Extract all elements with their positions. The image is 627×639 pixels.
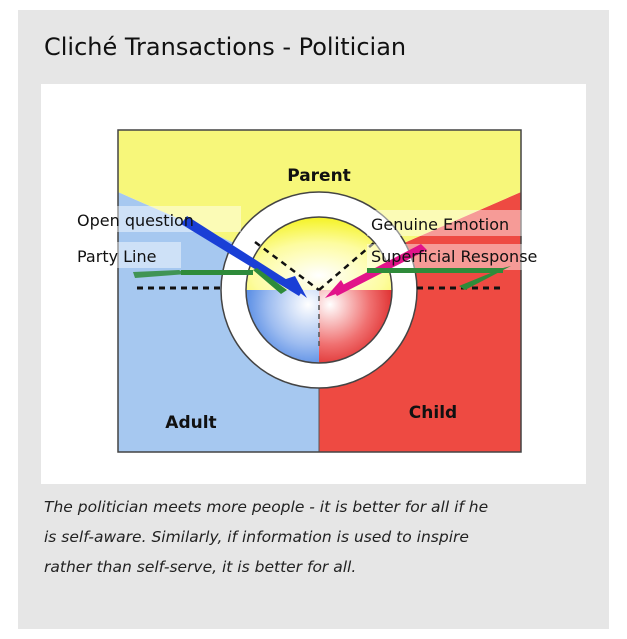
inner-circle-outline <box>245 216 393 364</box>
dashed-diagonal-left <box>254 241 320 291</box>
party-line-arrow-tail <box>133 270 187 278</box>
party-line-label: Party Line <box>77 247 156 266</box>
caption: The politician meets more people - it is… <box>44 492 564 582</box>
ego-state-diagram: Parent Adult Child Open question Party L… <box>73 129 563 453</box>
inner-child-segment <box>319 290 392 363</box>
open-question-label: Open question <box>77 211 194 230</box>
superficial-response-arrow-body <box>367 268 503 273</box>
superficial-response-arrow-tail <box>459 266 511 290</box>
adult-label: Adult <box>165 413 216 433</box>
genuine-emotion-highlight <box>367 210 543 236</box>
open-question-arrow <box>181 216 303 296</box>
caption-line-2: is self-aware. Similarly, if information… <box>44 528 469 546</box>
caption-line-3: rather than self-serve, it is better for… <box>44 558 357 576</box>
caption-line-1: The politician meets more people - it is… <box>44 498 489 516</box>
page-title: Cliché Transactions - Politician <box>44 33 407 61</box>
parent-label: Parent <box>287 166 351 186</box>
dashed-diagonal-right <box>318 241 376 291</box>
inner-parent-segment <box>246 217 392 290</box>
child-label: Child <box>409 403 457 423</box>
open-question-arrowhead <box>283 276 307 298</box>
genuine-emotion-arrowhead <box>325 280 347 298</box>
party-line-highlight <box>73 242 181 268</box>
party-line-arrow-body <box>181 270 253 275</box>
inner-adult-segment <box>246 290 319 363</box>
party-line-arrow-diagonal <box>253 268 287 294</box>
diagram-border <box>117 129 522 453</box>
superficial-response-label: Superficial Response <box>371 247 537 266</box>
genuine-emotion-label: Genuine Emotion <box>371 215 509 234</box>
adult-region <box>118 192 319 452</box>
open-question-highlight <box>73 206 241 232</box>
diagram-panel: Parent Adult Child Open question Party L… <box>41 84 586 484</box>
child-region <box>319 192 521 452</box>
